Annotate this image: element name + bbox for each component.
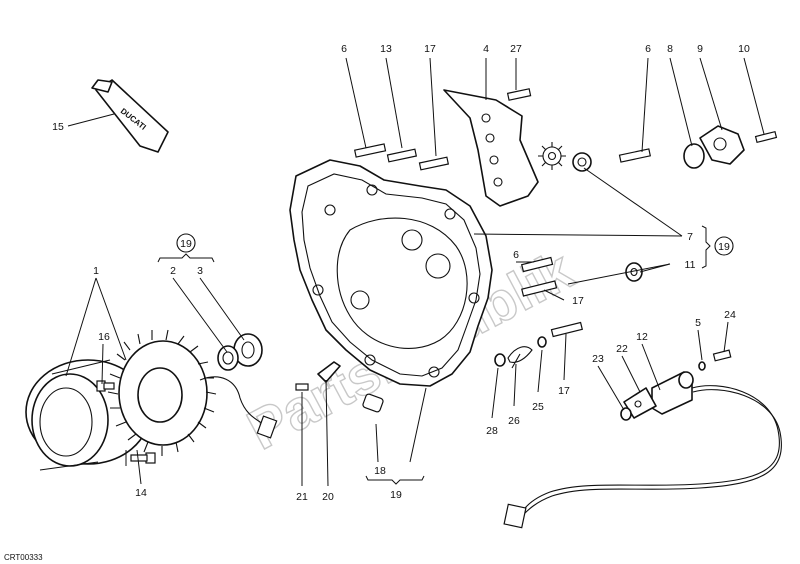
- bolt-21[interactable]: [295, 383, 309, 391]
- spacer-28[interactable]: [494, 353, 506, 367]
- callout-15: 15: [52, 121, 64, 133]
- leader-lines: [65, 57, 765, 487]
- callout-27: 27: [510, 43, 522, 55]
- callout-19a: 19: [180, 238, 192, 250]
- callout-11: 11: [685, 259, 696, 271]
- bolt-10[interactable]: [754, 130, 778, 144]
- bolt-6b[interactable]: [618, 148, 652, 163]
- seal-ring[interactable]: [572, 152, 592, 172]
- cover-bracket[interactable]: [443, 89, 539, 207]
- callout-26: 26: [508, 415, 520, 427]
- callout-13: 13: [380, 43, 392, 55]
- sensor-cable: [503, 385, 782, 529]
- callout-1: 1: [93, 265, 99, 277]
- group-bracket-right: [701, 225, 734, 269]
- circlip[interactable]: [217, 345, 239, 371]
- bolt-6c[interactable]: [520, 256, 554, 273]
- bolt-17a[interactable]: [418, 156, 450, 171]
- callout-3: 3: [197, 265, 203, 277]
- callout-17a: 17: [424, 43, 436, 55]
- callout-16: 16: [98, 331, 110, 343]
- callout-6c: 6: [513, 249, 519, 261]
- clip-20[interactable]: [317, 361, 341, 383]
- callout-17c: 17: [558, 385, 570, 397]
- callout-10: 10: [738, 43, 750, 55]
- gear-icon: [538, 142, 566, 170]
- callout-8: 8: [667, 43, 673, 55]
- callout-12: 12: [636, 331, 648, 343]
- callout-17b: 17: [572, 295, 584, 307]
- callout-2: 2: [170, 265, 176, 277]
- group-bracket-bottom: [365, 475, 425, 485]
- sensor-clip-26[interactable]: [507, 346, 533, 369]
- bolt-17b[interactable]: [521, 280, 558, 297]
- alternator-stator[interactable]: [107, 329, 278, 456]
- callout-19b: 19: [718, 241, 730, 253]
- callout-22: 22: [616, 343, 628, 355]
- bolt-24[interactable]: [712, 349, 732, 362]
- callout-23: 23: [592, 353, 604, 365]
- callout-25: 25: [532, 401, 544, 413]
- callout-7: 7: [687, 231, 693, 243]
- callout-9: 9: [697, 43, 703, 55]
- callout-4: 4: [483, 43, 489, 55]
- bolt-16[interactable]: [96, 380, 115, 392]
- washer-5[interactable]: [698, 361, 706, 371]
- group-bracket-top: [157, 233, 215, 263]
- callout-14: 14: [135, 487, 147, 499]
- washer-25[interactable]: [537, 336, 547, 348]
- o-ring-23[interactable]: [620, 407, 632, 421]
- bolt-6a[interactable]: [353, 143, 387, 158]
- callout-28: 28: [486, 425, 498, 437]
- callout-21: 21: [296, 491, 308, 503]
- bolt-13[interactable]: [386, 148, 418, 163]
- callout-19c: 19: [390, 489, 402, 501]
- callout-24: 24: [724, 309, 736, 321]
- callout-20: 20: [322, 491, 334, 503]
- drawing-code: CRT00333: [4, 553, 43, 562]
- callout-18: 18: [374, 465, 386, 477]
- grease-tube[interactable]: DUCATI: [91, 79, 169, 153]
- callout-5: 5: [695, 317, 701, 329]
- callout-6b: 6: [645, 43, 651, 55]
- generator-cover[interactable]: [289, 159, 493, 413]
- o-ring-8[interactable]: [683, 143, 705, 169]
- pickup-sensor[interactable]: [623, 371, 694, 419]
- bolt-17c[interactable]: [550, 321, 584, 338]
- bolt-14[interactable]: [130, 452, 156, 464]
- callout-6a: 6: [341, 43, 347, 55]
- bush-11[interactable]: [625, 262, 643, 282]
- flange-9[interactable]: [699, 125, 745, 165]
- bolt-27[interactable]: [506, 88, 532, 101]
- callout-labels: 1 2 3 4 5 6 6 6 7 8 9 10 11 12 13 14 15 …: [52, 43, 750, 503]
